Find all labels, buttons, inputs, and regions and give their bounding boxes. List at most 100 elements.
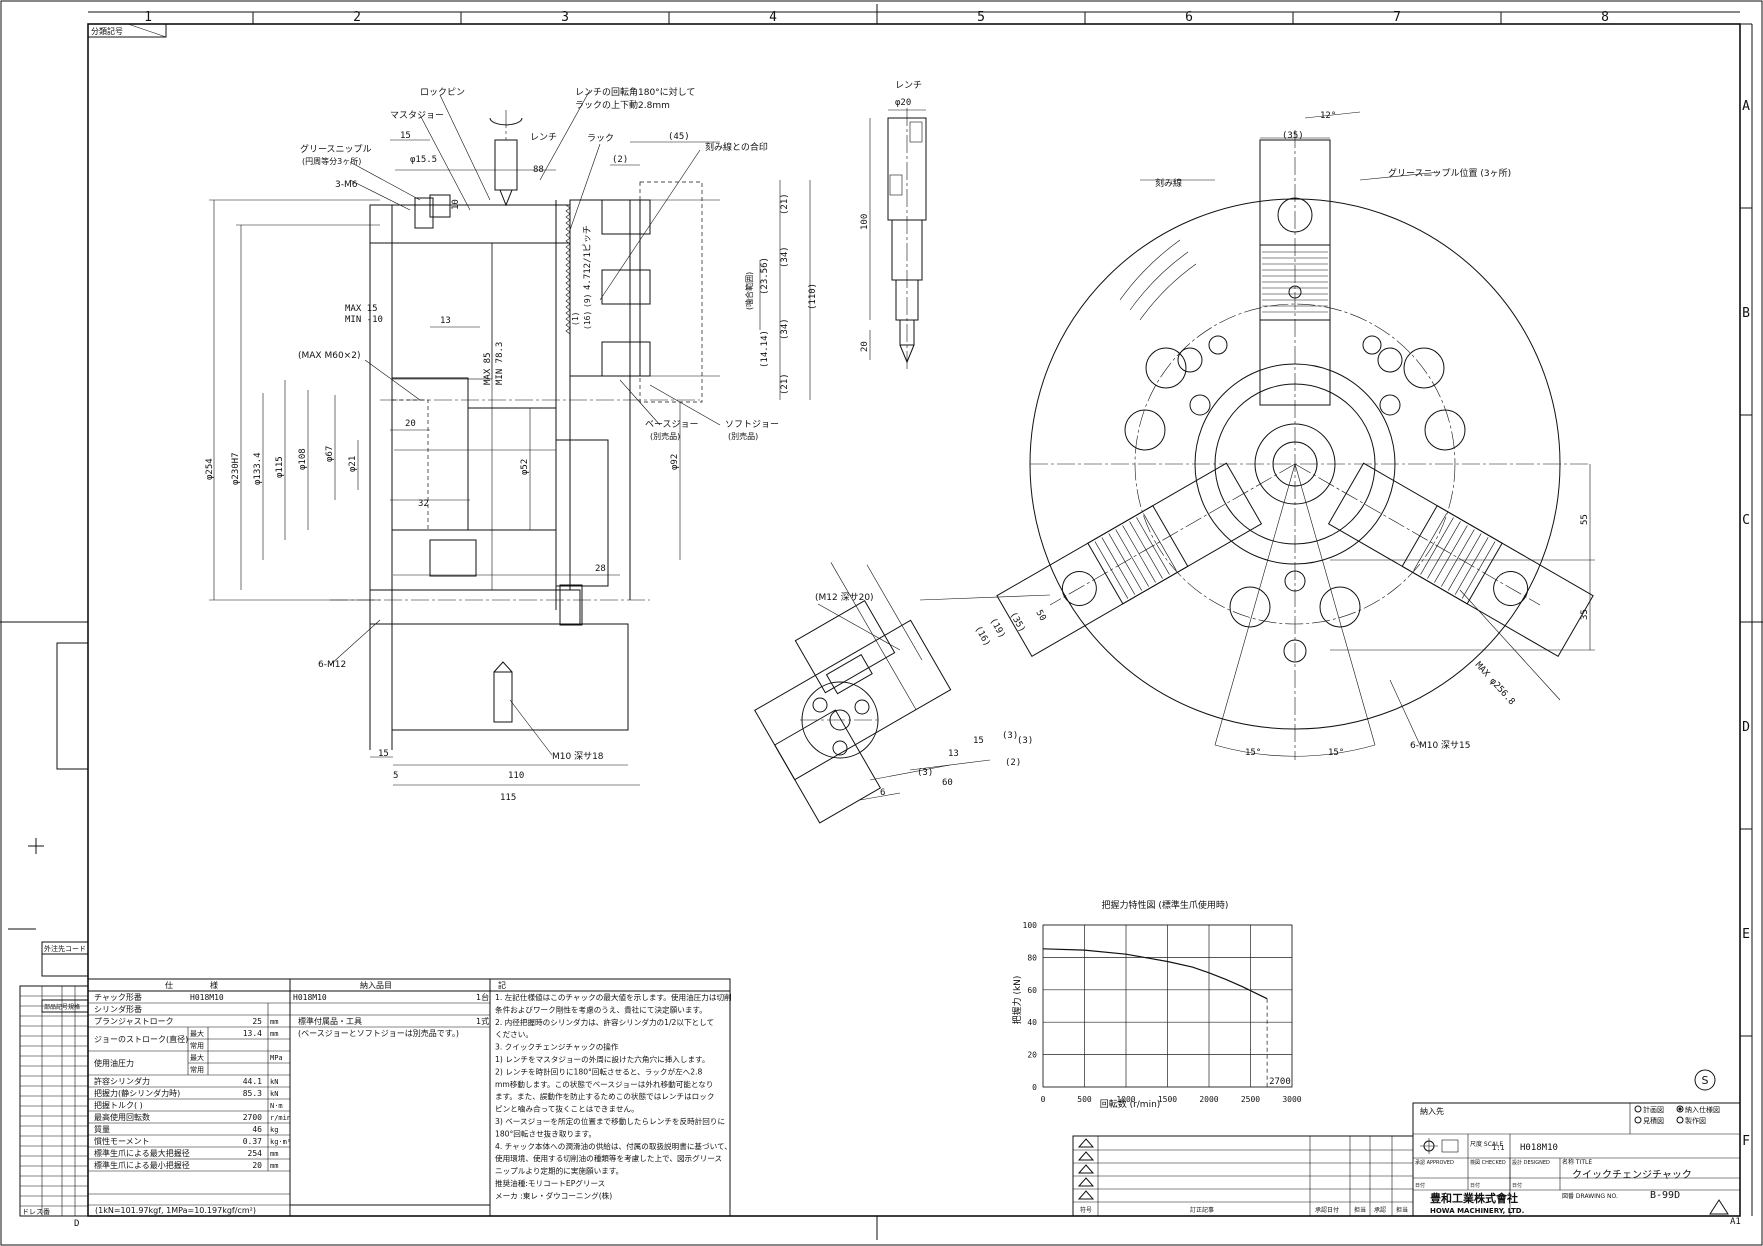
chart-xtick-label: 500 bbox=[1077, 1095, 1092, 1104]
label-9: (9) bbox=[583, 294, 592, 308]
drawing-number: B-99D bbox=[1650, 1190, 1680, 1201]
spec-row-label: チャック形番 bbox=[94, 992, 142, 1002]
chart-xtick-label: 2500 bbox=[1241, 1095, 1260, 1104]
spec-row-sublabel: 最大 bbox=[190, 1029, 204, 1038]
col-label-7: 7 bbox=[1393, 10, 1401, 25]
wrench-title: レンチ bbox=[895, 80, 922, 91]
chart-xtick-label: 3000 bbox=[1282, 1095, 1301, 1104]
spec-row-label: 最高使用回転数 bbox=[94, 1112, 150, 1122]
spec-row-label: 標準生爪による最大把握径 bbox=[94, 1148, 190, 1158]
col-label-8: 8 bbox=[1601, 10, 1609, 25]
dim-13: 13 bbox=[440, 316, 451, 326]
front-dim-15deg-right: 15° bbox=[1328, 748, 1344, 758]
wrench-dim-20: 20 bbox=[860, 341, 870, 352]
drawing-no-label: 図番 DRAWING NO. bbox=[1562, 1193, 1618, 1200]
spec-row-unit: N·m bbox=[270, 1102, 283, 1110]
title-block: 納入先 計画図 納入仕様図 見積図 製作図 尺度 SCALE 1:1 承認 AP… bbox=[1412, 1069, 1741, 1217]
chart-xtick-label: 1500 bbox=[1158, 1095, 1177, 1104]
spec-row-label: 標準生爪による最小把握径 bbox=[94, 1160, 190, 1170]
revision-footer-charge-2: 担当 bbox=[1396, 1206, 1408, 1214]
notes-header: 記 bbox=[498, 980, 506, 990]
drawing-title: クイックチェンジチャック bbox=[1572, 1169, 1692, 1181]
jaw-dim-3-a: (3) bbox=[917, 768, 933, 778]
jaw-dim-16: (16) bbox=[972, 625, 992, 649]
dim-d67: φ67 bbox=[325, 446, 335, 462]
label-grease-nipple: グリースニップル bbox=[300, 143, 372, 155]
spec-row-unit: kN bbox=[270, 1078, 278, 1086]
spec-row-unit: mm bbox=[270, 1150, 278, 1158]
spec-row-label: ジョーのストローク(直径) bbox=[94, 1034, 188, 1044]
sheet-size: A1 bbox=[1730, 1217, 1741, 1227]
label-mesh-range: (噛合範囲) bbox=[744, 272, 754, 310]
spec-footnote: (1kN=101.97kgf, 1MPa=10.197kgf/cm²) bbox=[95, 1206, 256, 1215]
date-label-2: 日付 bbox=[1470, 1182, 1480, 1189]
jaw-dim-13: 13 bbox=[948, 749, 959, 759]
spec-row-unit: kN bbox=[270, 1090, 278, 1098]
spec-row-sublabel: 常用 bbox=[190, 1041, 204, 1050]
delivery-table: 納入品目 H018M10 1台 標準付属品・工具 1式 (ベースジョーとソフトジ… bbox=[289, 978, 491, 1206]
spec-row-unit: kg·m² bbox=[270, 1138, 291, 1146]
spec-row-sublabel: 最大 bbox=[190, 1053, 204, 1062]
row-label-e: E bbox=[1742, 927, 1750, 942]
dim-110: 110 bbox=[508, 771, 524, 781]
front-dim-35-b: 35 bbox=[1580, 609, 1590, 620]
chart-xtick-label: 1000 bbox=[1116, 1095, 1135, 1104]
chart-series-line bbox=[1042, 948, 1268, 1000]
note-line: 3) ベースジョーを所定の位置まで移動したらレンチを反時計回りに bbox=[495, 1116, 725, 1126]
revision-footer-content: 訂正記事 bbox=[1190, 1206, 1214, 1214]
dim-d230h7: φ230H7 bbox=[231, 452, 241, 485]
label-rack: ラック bbox=[587, 133, 614, 144]
scale-label: 尺度 SCALE bbox=[1470, 1140, 1503, 1148]
note-line: メーカ :東レ・ダウコーニング(株) bbox=[495, 1190, 612, 1200]
spec-row-label: 把握トルク( ) bbox=[94, 1100, 143, 1110]
chart-ylabel: 把握力 (kN) bbox=[1011, 976, 1023, 1025]
dim-2: (2) bbox=[612, 155, 628, 165]
chart-title: 把握力特性図 (標準生爪使用時) bbox=[1102, 899, 1229, 911]
note-line: 1. 左記仕様値はこのチャックの最大値を示します。使用油圧力は切削 bbox=[495, 992, 732, 1002]
note-line: ニップルより定期的に実施願います。 bbox=[495, 1166, 623, 1176]
spec-row-unit: mm bbox=[270, 1018, 278, 1026]
jaw-dim-6: 6 bbox=[880, 788, 885, 798]
dim-34-b: (34) bbox=[780, 318, 790, 340]
note-line: ピンと噛み合って抜くことはできません。 bbox=[495, 1104, 639, 1114]
dim-88: 88 bbox=[533, 165, 544, 175]
jaw-dim-2: (2) bbox=[1005, 758, 1021, 768]
spec-row-unit: mm bbox=[270, 1162, 278, 1170]
spec-row-value: 2700 bbox=[243, 1113, 262, 1122]
label-wrench-rotation: レンチの回転角180°に対して bbox=[575, 86, 695, 98]
dim-d115: φ115 bbox=[275, 456, 285, 478]
customer-label: 納入先 bbox=[1420, 1106, 1444, 1116]
spec-row-value: H018M10 bbox=[190, 993, 224, 1002]
wrench-dim-100: 100 bbox=[860, 214, 870, 230]
dim-15-top: 15 bbox=[400, 131, 411, 141]
drawing-type-checkboxes: 計画図 納入仕様図 見積図 製作図 bbox=[1634, 1105, 1720, 1125]
col-label-4: 4 bbox=[769, 10, 777, 25]
jaw-dim-3-c: (3) bbox=[1002, 731, 1018, 741]
spec-row-value: 85.3 bbox=[243, 1089, 262, 1098]
chart-ytick-label: 40 bbox=[1027, 1018, 1037, 1027]
spec-row-label: シリンダ形番 bbox=[94, 1004, 142, 1014]
dim-d92: φ92 bbox=[670, 454, 680, 470]
revision-footer-approve: 承認 bbox=[1374, 1206, 1386, 1214]
side-section-view: ロックピン マスタジョー グリースニップル (円周等分3ヶ所) 3-M6 レンチ… bbox=[205, 86, 818, 803]
date-label-1: 日付 bbox=[1415, 1182, 1425, 1189]
dim-5: 5 bbox=[393, 771, 398, 781]
front-label-max-d256-8: MAX φ256.8 bbox=[1473, 660, 1517, 707]
chart-xtick-label: 0 bbox=[1041, 1095, 1046, 1104]
revision-footer-date: 承認日付 bbox=[1315, 1206, 1339, 1214]
checkbox-label-estimate: 見積図 bbox=[1643, 1116, 1664, 1125]
col-label-1: 1 bbox=[144, 10, 152, 25]
front-dim-15deg-left: 15° bbox=[1245, 748, 1261, 758]
label-6-m12: 6-M12 bbox=[318, 660, 346, 670]
company-name-jp: 豊和工業株式會社 bbox=[1430, 1191, 1518, 1205]
scale-value: 1:1 bbox=[1492, 1144, 1505, 1152]
label-lock-pin: ロックピン bbox=[420, 87, 465, 98]
dim-28: 28 bbox=[595, 564, 606, 574]
dim-21-a: (21) bbox=[780, 193, 790, 215]
dim-34-a: (34) bbox=[780, 246, 790, 268]
svg-text:D: D bbox=[74, 1219, 79, 1229]
wrench-view: レンチ φ20 100 20 bbox=[860, 80, 927, 370]
chart-ytick-label: 20 bbox=[1027, 1051, 1037, 1060]
chart-xtick-label: 2000 bbox=[1199, 1095, 1218, 1104]
